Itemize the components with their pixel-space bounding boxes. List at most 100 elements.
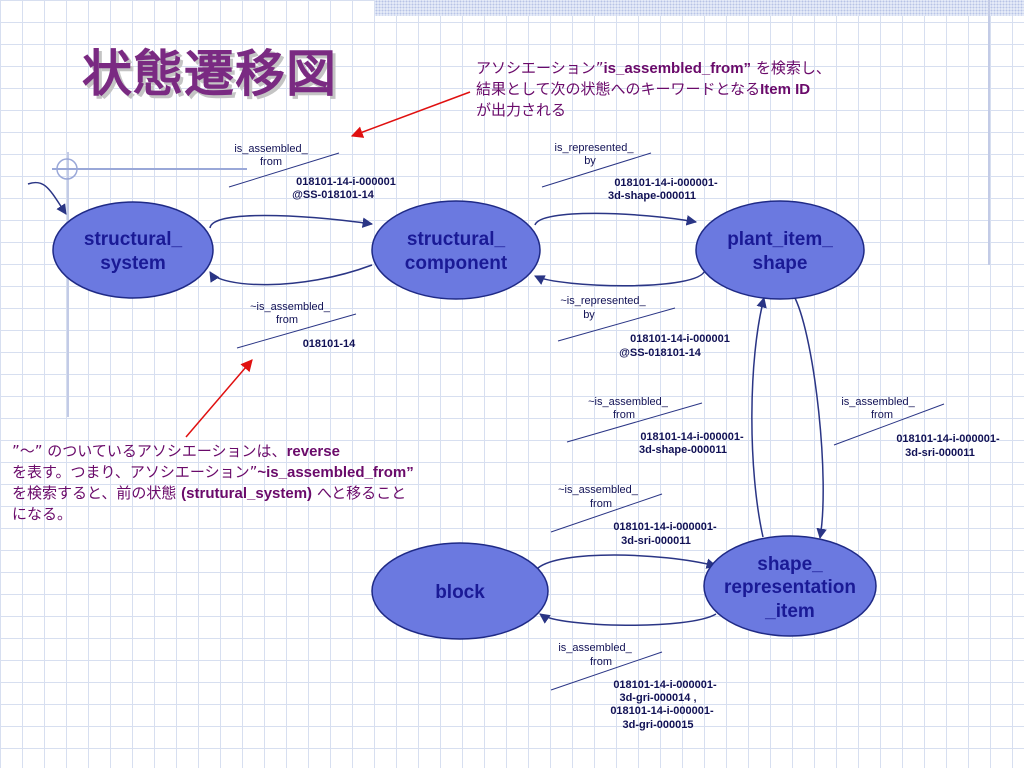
node-label-line: shape_ bbox=[757, 554, 823, 575]
svg-text:structural_: structural_ bbox=[407, 229, 506, 250]
edge-name-line: from bbox=[260, 156, 282, 168]
edge-system-to-component bbox=[209, 214, 374, 229]
node-shape-representation-item[interactable]: shape_ representation _item bbox=[703, 535, 877, 637]
edge-label-e2: is_represented_ by 018101-14-i-000001- 3… bbox=[541, 142, 718, 202]
edge-label-slash bbox=[557, 307, 676, 342]
svg-text:plant_item_: plant_item_ bbox=[727, 229, 833, 250]
edge-value-line: 018101-14-i-000001 bbox=[296, 176, 396, 188]
edge-label-slash bbox=[566, 402, 703, 443]
node-label-line: structural_ bbox=[407, 229, 506, 250]
edge-name-line: is_assembled_ bbox=[234, 143, 308, 155]
annotation-line: 結果として次の状態へのキーワードとなるItem ID bbox=[476, 80, 811, 98]
annotation-line: ”～” のついているアソシエーションは、reverse bbox=[12, 442, 340, 460]
node-label-line: structural_ bbox=[84, 229, 183, 250]
edge-label-slash bbox=[550, 651, 663, 691]
node-block[interactable]: block bbox=[371, 542, 549, 640]
edge-sri-to-block bbox=[539, 613, 717, 626]
edge-label-e4: ~is_represented_ by 018101-14-i-000001 @… bbox=[557, 295, 730, 359]
edge-value-line: 3d-sri-000011 bbox=[905, 447, 975, 459]
left-deco-line bbox=[67, 152, 69, 417]
edge-label-slash bbox=[236, 313, 357, 349]
edge-label-slash bbox=[833, 403, 945, 446]
edge-name-line: is_represented_ bbox=[555, 142, 635, 154]
edge-label-e1: is_assembled_ from 018101-14-i-000001 @S… bbox=[228, 143, 396, 201]
edge-name-line: ~is_represented_ bbox=[560, 295, 646, 307]
annotation-line: が出力される bbox=[476, 101, 567, 119]
top-deco-line bbox=[52, 168, 247, 170]
edge-value-line: 018101-14-i-000001- bbox=[614, 177, 718, 189]
edge-name-line: from bbox=[590, 656, 612, 668]
entry-arrow bbox=[27, 181, 67, 215]
edge-value-line: 018101-14-i-000001 bbox=[630, 333, 730, 345]
svg-text:representation: representation bbox=[724, 577, 856, 598]
edge-name-line: from bbox=[276, 314, 298, 326]
annotation-left: ”～” のついているアソシエーションは、reverse を表す。つまり、アソシエ… bbox=[12, 441, 552, 525]
edge-name-line: by bbox=[584, 155, 596, 167]
node-label-line: block bbox=[435, 582, 485, 603]
edge-name-line: from bbox=[590, 498, 612, 510]
svg-text:component: component bbox=[405, 253, 508, 274]
edge-component-to-system bbox=[209, 264, 373, 286]
edge-value-line: @SS-018101-14 bbox=[292, 189, 375, 201]
edge-label-slash bbox=[550, 493, 663, 533]
edge-label-e3: ~is_assembled_ from 018101-14 bbox=[236, 301, 357, 350]
edge-name-line: is_assembled_ bbox=[558, 642, 632, 654]
svg-text:block: block bbox=[435, 582, 485, 603]
edge-sri-to-plant bbox=[751, 296, 767, 538]
edge-label-slash bbox=[228, 152, 340, 188]
edge-name-line: ~is_assembled_ bbox=[558, 484, 639, 496]
node-label-line: component bbox=[405, 253, 508, 274]
node-structural-system[interactable]: structural_ system bbox=[52, 201, 214, 299]
svg-text:shape_: shape_ bbox=[757, 554, 823, 575]
node-plant-item-shape[interactable]: plant_item_ shape bbox=[695, 200, 865, 300]
edge-label-slash bbox=[541, 152, 652, 188]
edge-value-line: 018101-14-i-000001- bbox=[610, 705, 714, 717]
svg-text:_item: _item bbox=[764, 601, 815, 622]
svg-text:shape: shape bbox=[753, 253, 808, 274]
edge-label-e5: ~is_assembled_ from 018101-14-i-000001- … bbox=[566, 396, 744, 456]
edge-value-line: 018101-14-i-000001- bbox=[896, 433, 1000, 445]
edge-value-line: 018101-14-i-000001- bbox=[640, 431, 744, 443]
svg-text:system: system bbox=[100, 253, 166, 274]
edge-label-e7: ~is_assembled_ from 018101-14-i-000001- … bbox=[550, 484, 717, 547]
edge-label-e8: is_assembled_ from 018101-14-i-000001- 3… bbox=[550, 642, 717, 731]
callout-arrow-top bbox=[350, 91, 471, 138]
edge-plant-to-sri bbox=[794, 297, 827, 540]
edge-name-line: by bbox=[583, 309, 595, 321]
edge-name-line: is_assembled_ bbox=[841, 396, 915, 408]
node-label-line: representation bbox=[724, 577, 856, 598]
edge-value-line: 018101-14-i-000001- bbox=[613, 679, 717, 691]
edge-label-e6: is_assembled_ from 018101-14-i-000001- 3… bbox=[833, 396, 1000, 459]
edge-name-line: ~is_assembled_ bbox=[588, 396, 669, 408]
edge-value-line: 3d-gri-000015 bbox=[623, 719, 694, 731]
edge-name-line: from bbox=[871, 409, 893, 421]
callout-arrow-left bbox=[185, 359, 253, 438]
annotation-line: を検索すると、前の状態 (strutural_system) へと移ること bbox=[12, 484, 407, 502]
annotation-line: アソシエーション”is_assembled_from” を検索し、 bbox=[476, 59, 831, 77]
top-dot-band bbox=[375, 0, 1024, 16]
node-label-line: plant_item_ bbox=[727, 229, 833, 250]
edge-value-line: 3d-gri-000014 , bbox=[619, 692, 696, 704]
annotation-line: になる。 bbox=[12, 505, 73, 523]
page-title: 状態遷移図 bbox=[82, 45, 337, 103]
deco-circle bbox=[56, 158, 78, 180]
edge-value-line: 3d-sri-000011 bbox=[621, 535, 691, 547]
edge-value-line: 018101-14-i-000001- bbox=[613, 521, 717, 533]
annotation-line: を表す。つまり、アソシエーション”~is_assembled_from” bbox=[12, 463, 414, 481]
edge-value-line: 018101-14 bbox=[303, 338, 356, 350]
right-deco-line bbox=[988, 0, 990, 265]
node-label-line: _item bbox=[764, 601, 815, 622]
node-structural-component[interactable]: structural_ component bbox=[371, 200, 541, 300]
edge-name-line: ~is_assembled_ bbox=[250, 301, 331, 313]
svg-text:structural_: structural_ bbox=[84, 229, 183, 250]
annotation-top: アソシエーション”is_assembled_from” を検索し、 結果として次… bbox=[476, 58, 946, 121]
node-label-line: shape bbox=[753, 253, 808, 274]
edge-value-line: 3d-shape-000011 bbox=[608, 190, 696, 202]
edge-value-line: @SS-018101-14 bbox=[619, 347, 702, 359]
edge-value-line: 3d-shape-000011 bbox=[639, 444, 727, 456]
edge-block-to-sri bbox=[537, 554, 718, 569]
edge-name-line: from bbox=[613, 409, 635, 421]
edge-plant-to-component bbox=[534, 269, 706, 287]
edge-component-to-plant bbox=[534, 212, 698, 226]
